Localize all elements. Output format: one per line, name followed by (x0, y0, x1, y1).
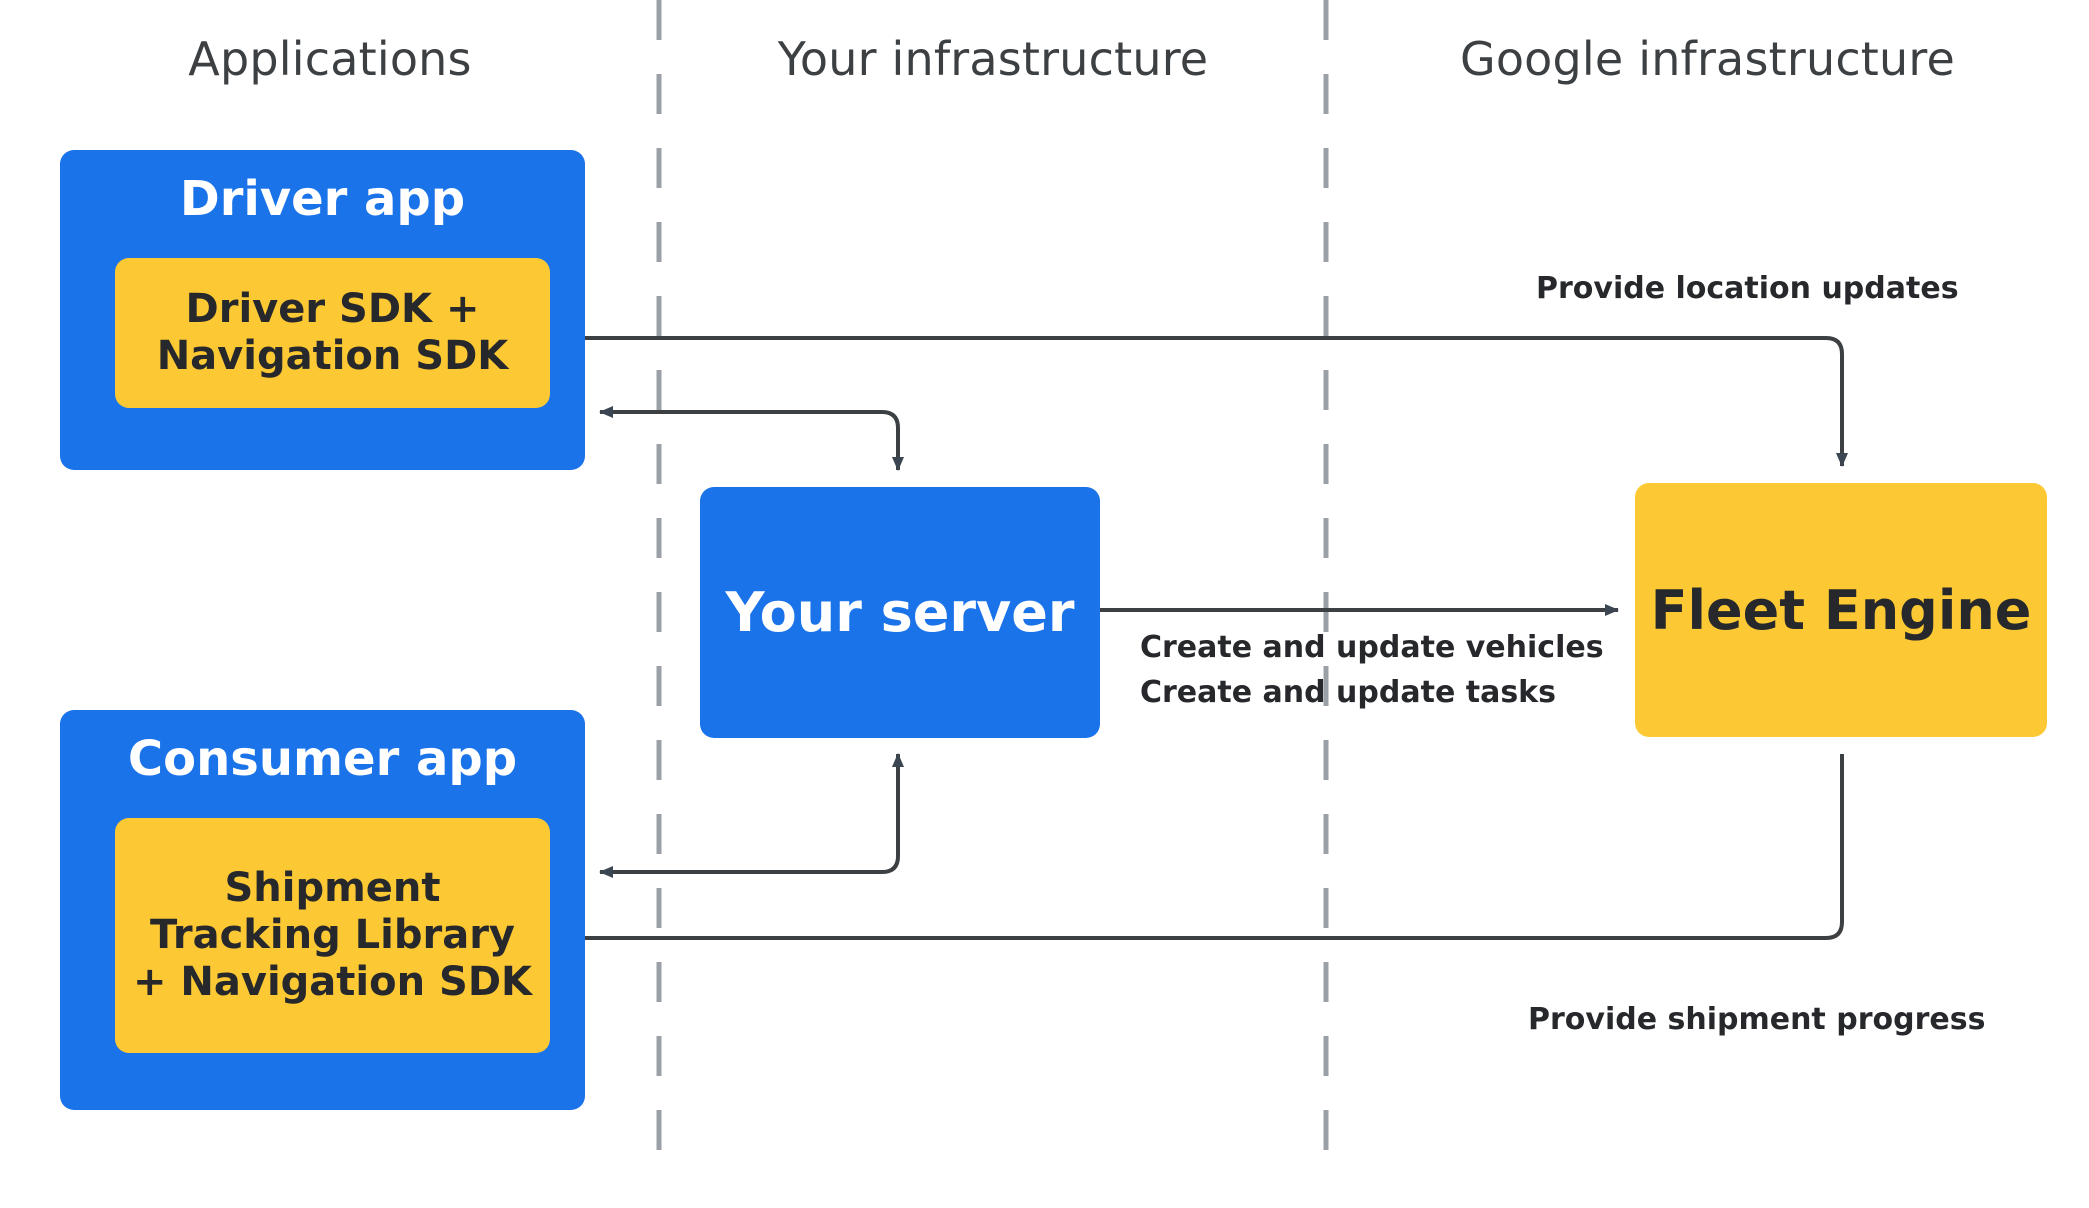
shipment-library-line-1: Shipment (224, 864, 441, 911)
node-driver-app[interactable]: Driver app Driver SDK + Navigation SDK (60, 150, 585, 470)
node-fleet-engine[interactable]: Fleet Engine (1635, 483, 2047, 737)
column-heading-applications: Applications (188, 32, 472, 86)
your-server-title: Your server (725, 581, 1075, 644)
shipment-library-line-2: Tracking Library (149, 911, 516, 958)
driver-sdk-line-2: Navigation SDK (156, 333, 509, 379)
fleet-engine-title: Fleet Engine (1650, 578, 2032, 642)
node-your-server[interactable]: Your server (700, 487, 1100, 738)
edge-fleet-engine-to-shipment-library (562, 754, 1844, 940)
driver-sdk-line-1: Driver SDK + (185, 285, 480, 332)
node-shipment-tracking-library[interactable]: Shipment Tracking Library + Navigation S… (115, 818, 550, 1053)
driver-app-title: Driver app (179, 171, 466, 227)
node-driver-sdk[interactable]: Driver SDK + Navigation SDK (115, 258, 550, 408)
edge-fleet-engine-to-driver-sdk (548, 336, 1844, 466)
edge-consumer-app-to-your-server (618, 756, 900, 874)
consumer-app-title: Consumer app (127, 731, 518, 787)
edge-your-server-to-driver-app (618, 410, 900, 470)
edge-label-provide-location-updates: Provide location updates (1536, 271, 1959, 306)
column-heading-your-infrastructure: Your infrastructure (777, 32, 1209, 86)
edge-label-create-and-update-vehicles: Create and update vehicles (1140, 630, 1604, 665)
edge-label-provide-shipment-progress: Provide shipment progress (1528, 1002, 1986, 1037)
node-consumer-app[interactable]: Consumer app Shipment Tracking Library +… (60, 710, 585, 1110)
edge-label-create-and-update-tasks: Create and update tasks (1140, 675, 1556, 710)
shipment-library-line-3: + Navigation SDK (132, 959, 533, 1006)
column-heading-google-infrastructure: Google infrastructure (1459, 32, 1956, 86)
